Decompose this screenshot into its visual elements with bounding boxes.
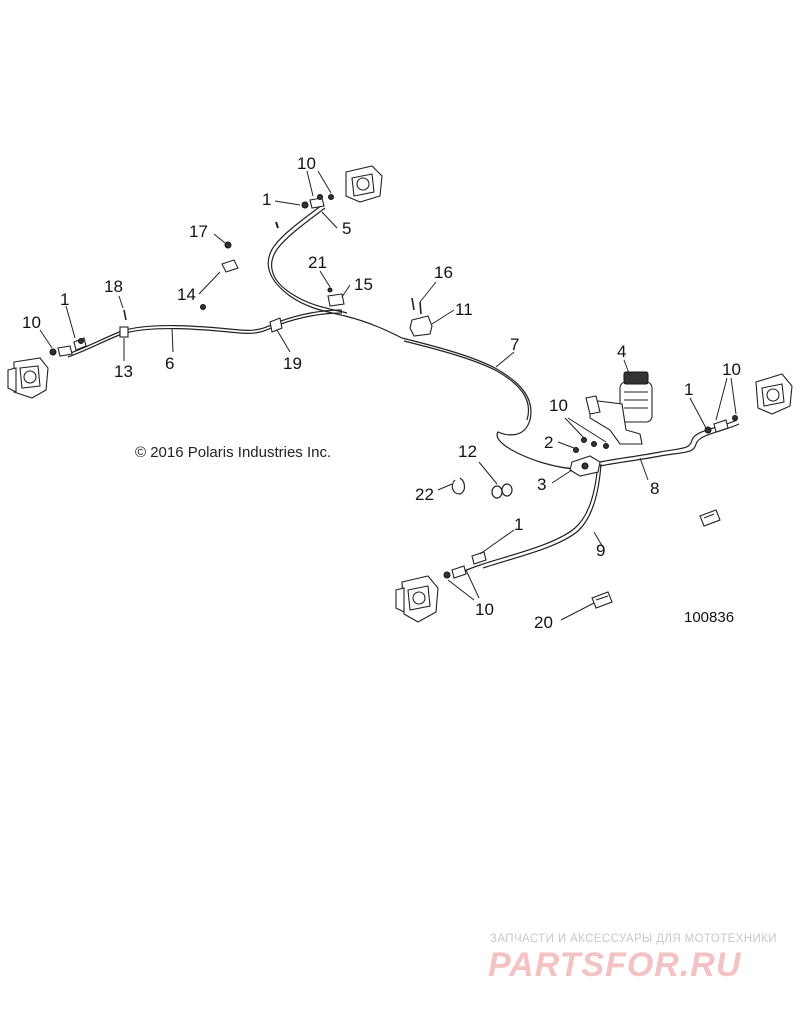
watermark-logo: PARTSFOR.RU <box>488 946 742 984</box>
callout-10-bottom: 10 <box>475 600 494 619</box>
callout-8: 8 <box>650 479 659 498</box>
callout-17: 17 <box>189 222 208 241</box>
caliper-front-right <box>345 165 383 203</box>
callout-13: 13 <box>114 362 133 381</box>
callout-7: 7 <box>510 335 519 354</box>
bolt-17 <box>224 241 232 249</box>
clip-right <box>699 509 721 527</box>
callout-10-left: 10 <box>22 313 41 332</box>
clip-14 <box>221 259 239 273</box>
callout-3: 3 <box>537 475 546 494</box>
banjo-fittings-top <box>301 194 334 209</box>
callout-19: 19 <box>283 354 302 373</box>
callout-14: 14 <box>177 285 196 304</box>
clip-20 <box>591 591 613 609</box>
caliper-rear-right <box>755 373 793 415</box>
bracket-15 <box>327 287 345 307</box>
brake-line-5 <box>267 204 403 339</box>
clip-13 <box>119 326 129 338</box>
clip-19 <box>269 317 283 333</box>
banjo-fittings-right <box>704 415 738 434</box>
callout-1-left: 1 <box>60 290 69 309</box>
screw-18 <box>123 309 127 321</box>
copyright-text: © 2016 Polaris Industries Inc. <box>135 444 332 461</box>
callout-9: 9 <box>596 541 605 560</box>
callout-5: 5 <box>342 219 351 238</box>
brake-line-9 <box>455 461 599 576</box>
banjo-fittings-bottom <box>443 551 487 579</box>
caliper-rear-left <box>395 575 439 623</box>
callout-2: 2 <box>544 433 553 452</box>
callout-1-right: 1 <box>684 380 693 399</box>
callout-22: 22 <box>415 485 434 504</box>
callout-10-center: 10 <box>549 396 568 415</box>
callout-21: 21 <box>308 253 327 272</box>
callout-11: 11 <box>455 300 473 319</box>
leader-lines <box>39 170 737 621</box>
bolt-small-14b <box>200 304 206 310</box>
caliper-front-left <box>7 357 49 399</box>
callout-1-bottom: 1 <box>514 515 523 534</box>
junction-block <box>569 455 601 477</box>
watermark-tagline: ЗАПЧАСТИ И АКСЕССУАРЫ ДЛЯ МОТОТЕХНИКИ <box>490 933 777 945</box>
banjo-fittings-left <box>49 337 87 357</box>
diagram-code: 100836 <box>684 609 734 626</box>
callout-6: 6 <box>165 354 174 373</box>
callout-18: 18 <box>104 277 123 296</box>
master-cylinder <box>585 371 653 445</box>
callout-12: 12 <box>458 442 477 461</box>
callout-15: 15 <box>354 275 373 294</box>
bolt-16 <box>411 297 422 315</box>
brake-line-6 <box>67 309 343 355</box>
callout-20: 20 <box>534 613 553 632</box>
callout-10-right: 10 <box>722 360 741 379</box>
callout-16: 16 <box>434 263 453 282</box>
bracket-11 <box>409 315 433 337</box>
callout-1-top: 1 <box>262 190 271 209</box>
clamp-22 <box>451 477 466 495</box>
clamp-12 <box>491 483 513 499</box>
bolt-1-top <box>275 221 279 229</box>
callout-10-top: 10 <box>297 154 316 173</box>
callout-4: 4 <box>617 342 626 361</box>
brake-line-7 <box>401 337 586 470</box>
